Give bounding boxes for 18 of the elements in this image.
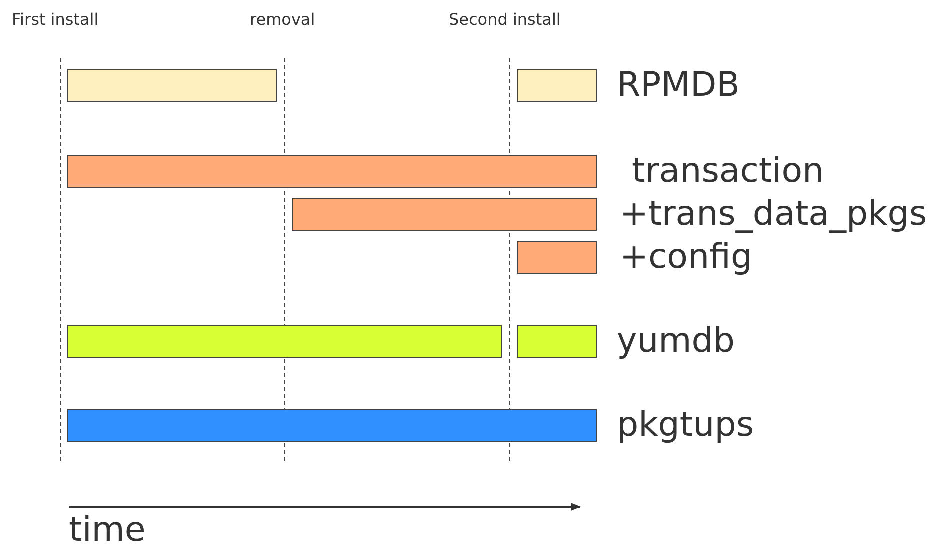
axis-label: time	[69, 510, 146, 544]
event-label: First install	[12, 10, 99, 29]
timeline-bar	[292, 198, 597, 231]
timeline-bar	[517, 241, 597, 274]
timeline-bar	[67, 69, 277, 102]
event-label: Second install	[449, 10, 561, 29]
timeline-bar	[67, 409, 597, 442]
row-label: +trans_data_pkgs	[620, 194, 928, 234]
timeline-bar	[67, 325, 502, 358]
row-label: +config	[620, 237, 753, 277]
row-label: RPMDB	[617, 65, 740, 105]
row-label: yumdb	[617, 321, 735, 361]
timeline-bar	[67, 155, 597, 188]
row-label: pkgtups	[617, 405, 754, 445]
event-label: removal	[250, 10, 316, 29]
timeline-bar	[517, 325, 597, 358]
timeline-bar	[517, 69, 597, 102]
row-label: transaction	[632, 151, 824, 191]
